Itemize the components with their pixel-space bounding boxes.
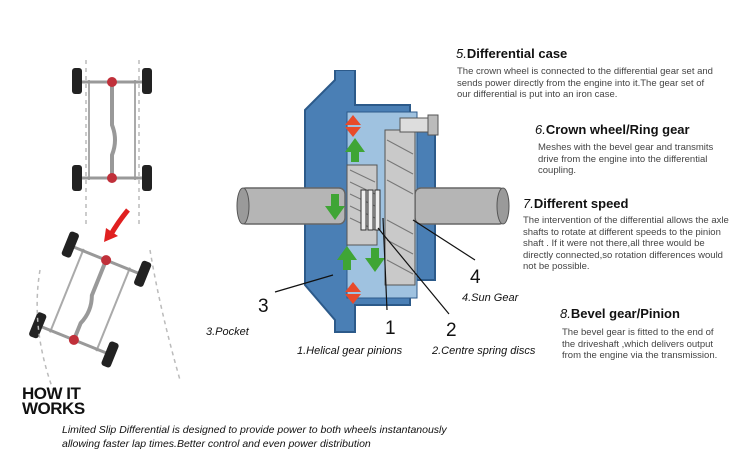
red-arrow-bottom <box>345 282 361 292</box>
bolt <box>399 117 431 133</box>
green-arrow-up <box>345 138 365 162</box>
differential-diagram <box>236 70 510 333</box>
section-7-body: The intervention of the differential all… <box>523 215 729 272</box>
right-axle <box>414 187 506 225</box>
callout-number-1: 1 <box>385 318 396 339</box>
section-7-title: 7.Different speed <box>523 196 629 211</box>
section-5-title: 5.Differential case <box>456 46 568 61</box>
section-6-title: 6.Crown wheel/Ring gear <box>535 122 690 137</box>
caption-line-1: Limited Slip Differential is designed to… <box>62 424 447 436</box>
green-arrow-down-2 <box>365 248 385 272</box>
callout-number-2: 2 <box>446 320 457 341</box>
label-helical-gear-pinions: 1.Helical gear pinions <box>297 345 403 357</box>
section-5-body: The crown wheel is connected to the diff… <box>457 66 713 100</box>
label-centre-spring-discs: 2.Centre spring discs <box>432 345 536 357</box>
green-arrow-down <box>325 194 345 220</box>
callout-number-3: 3 <box>258 296 269 317</box>
caption-line-2: allowing faster lap times.Better control… <box>62 438 371 450</box>
section-8-body: The bevel gear is fitted to the end of t… <box>562 327 718 361</box>
section-8-title: 8.Bevel gear/Pinion <box>560 306 680 321</box>
spring-discs <box>360 189 381 231</box>
gear-right <box>384 129 416 286</box>
red-arrow-top <box>345 115 361 125</box>
turn-arrow <box>107 208 130 238</box>
green-arrow-up-2 <box>337 246 357 270</box>
chassis-turning <box>29 231 152 368</box>
chassis-illustrations <box>29 60 181 390</box>
label-pocket: 3.Pocket <box>206 326 249 338</box>
label-sun-gear: 4.Sun Gear <box>462 292 519 304</box>
section-6-body: Meshes with the bevel gear and transmits… <box>538 142 714 176</box>
how-it-works-logo: HOW IT WORKS <box>22 384 85 418</box>
callout-number-4: 4 <box>470 267 481 288</box>
chassis-straight <box>72 60 152 228</box>
